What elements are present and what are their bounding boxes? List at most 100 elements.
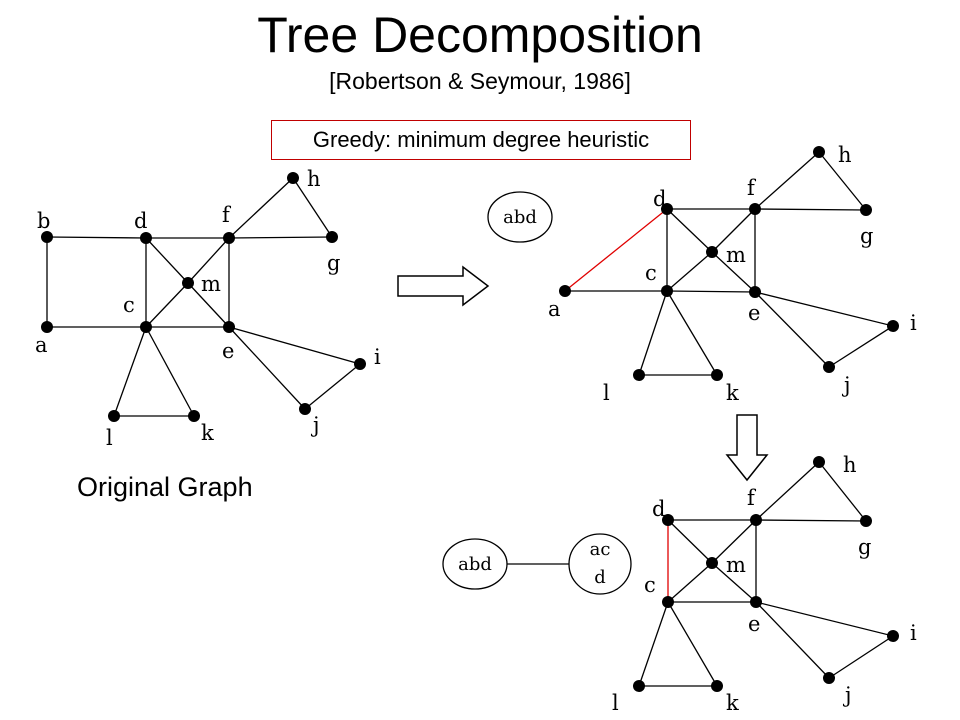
vertex-label-j: j <box>310 413 320 437</box>
edge-m-f <box>187 237 230 284</box>
vertex-m <box>706 557 718 569</box>
vertex-label-m: m <box>201 272 221 296</box>
vertex-m <box>706 246 718 258</box>
bag-label: abd <box>458 554 492 575</box>
edge-m-f <box>711 208 756 253</box>
vertex-label-h: h <box>307 167 321 191</box>
vertex-f <box>750 514 762 526</box>
vertex-label-a: a <box>35 333 48 357</box>
edge-b-d <box>46 236 147 239</box>
down-arrow-icon <box>725 414 769 482</box>
vertex-i <box>354 358 366 370</box>
edge-f-h <box>754 151 820 210</box>
edge-e-j <box>755 601 830 679</box>
edge-c-k <box>145 326 195 417</box>
vertex-label-k: k <box>201 421 214 445</box>
bag-label: abd <box>503 207 537 228</box>
page-title: Tree Decomposition <box>257 7 703 63</box>
vertex-f <box>749 203 761 215</box>
vertex-l <box>108 410 120 422</box>
edge-e-j <box>228 326 306 410</box>
vertex-label-i: i <box>910 621 917 645</box>
vertex-h <box>813 146 825 158</box>
vertex-d <box>661 203 673 215</box>
vertex-label-l: l <box>612 691 619 715</box>
vertex-e <box>223 321 235 333</box>
vertex-i <box>887 320 899 332</box>
edge-c-l <box>638 601 669 687</box>
vertex-b <box>41 231 53 243</box>
vertex-label-l: l <box>106 426 113 450</box>
vertex-label-d: d <box>652 497 665 521</box>
edge-f-g <box>228 236 333 239</box>
vertex-label-d: d <box>134 209 147 233</box>
vertex-label-c: c <box>123 293 135 317</box>
vertex-label-e: e <box>748 612 760 636</box>
vertex-label-g: g <box>327 251 340 275</box>
vertex-label-m: m <box>726 553 746 577</box>
bag-abd-step2: abd <box>442 538 508 590</box>
vertex-f <box>223 232 235 244</box>
vertex-i <box>887 630 899 642</box>
vertex-j <box>823 361 835 373</box>
edge-d-m <box>667 519 713 564</box>
vertex-label-f: f <box>747 486 757 510</box>
vertex-label-f: f <box>222 203 232 227</box>
edge-c-m <box>666 251 713 292</box>
vertex-label-b: b <box>37 209 50 233</box>
edge-e-i <box>754 291 894 327</box>
vertex-g <box>326 231 338 243</box>
vertex-label-i: i <box>374 345 381 369</box>
vertex-label-h: h <box>838 143 852 167</box>
edge-m-e <box>711 251 756 293</box>
edge-e-j <box>754 291 830 368</box>
edge-c-e <box>666 290 756 293</box>
edge-j-i <box>828 325 894 368</box>
vertex-h <box>813 456 825 468</box>
vertex-c <box>140 321 152 333</box>
edge-c-k <box>667 601 718 687</box>
vertex-label-k: k <box>726 691 739 715</box>
edge-d-m <box>145 237 189 284</box>
vertex-c <box>661 285 673 297</box>
vertex-c <box>662 596 674 608</box>
vertex-label-i: i <box>910 311 917 335</box>
edge-f-g <box>755 519 867 522</box>
edge-c-k <box>666 290 718 376</box>
fill-in-edge-a-d <box>564 208 668 292</box>
edge-j-i <box>828 635 894 679</box>
vertex-g <box>860 515 872 527</box>
vertex-a <box>559 285 571 297</box>
edge-m-e <box>187 282 230 328</box>
vertex-label-e: e <box>748 301 760 325</box>
vertex-k <box>188 410 200 422</box>
vertex-m <box>182 277 194 289</box>
vertex-l <box>633 680 645 692</box>
vertex-d <box>140 232 152 244</box>
vertex-g <box>860 204 872 216</box>
vertex-label-d: d <box>653 187 666 211</box>
edge-h-g <box>292 177 333 238</box>
vertex-label-e: e <box>222 339 234 363</box>
citation-subtitle: [Robertson & Seymour, 1986] <box>329 68 631 94</box>
vertex-label-g: g <box>860 224 873 248</box>
edge-e-i <box>755 601 894 637</box>
bag-label-line1: ac <box>590 539 611 560</box>
vertex-label-m: m <box>726 243 746 267</box>
vertex-label-c: c <box>644 573 656 597</box>
vertex-label-j: j <box>841 373 851 397</box>
edge-c-l <box>113 326 147 417</box>
bag-abd-step1: abd <box>487 191 553 243</box>
edge-h-g <box>818 151 867 211</box>
edge-m-f <box>711 519 757 564</box>
edge-c-m <box>667 562 713 603</box>
vertex-l <box>633 369 645 381</box>
vertex-a <box>41 321 53 333</box>
vertex-label-c: c <box>645 261 657 285</box>
edge-f-g <box>754 208 867 211</box>
edge-f-h <box>755 461 820 521</box>
vertex-label-g: g <box>858 535 871 559</box>
edge-m-e <box>711 562 757 603</box>
